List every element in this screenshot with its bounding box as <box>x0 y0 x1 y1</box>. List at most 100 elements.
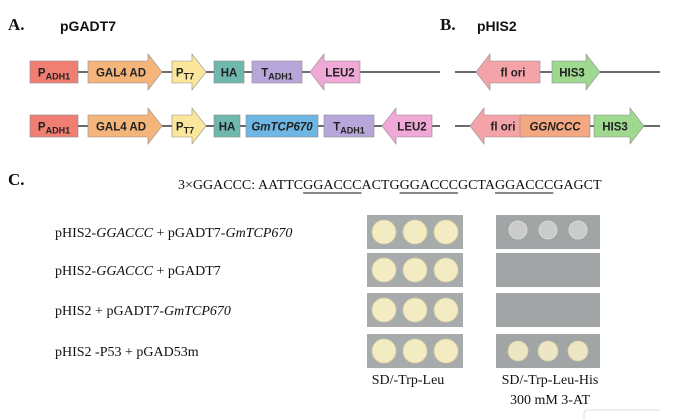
colony-left <box>433 338 459 364</box>
sequence-part-6: GAGCT <box>553 178 602 193</box>
y1h-row: pHIS2 -P53 + pGAD53m <box>55 334 600 368</box>
pgadt7-bottom-tadh1: TADH1 <box>323 114 375 138</box>
row-label-part: GGACCC <box>96 264 153 279</box>
phis2-bottom-his3-shape <box>593 107 645 145</box>
y1h-row: pHIS2-GGACCC + pGADT7 <box>55 253 600 287</box>
pgadt7-top-gal4-ad-label: GAL4 AD <box>96 68 146 80</box>
sequence: AATTCGGACCCACTGGGACCCGCTAGGACCCGAGCT <box>258 178 602 193</box>
row-label-part: GmTCP670 <box>164 304 231 319</box>
row-label-part: pHIS2- <box>55 226 97 241</box>
pgadt7-bottom-gal4-ad: GAL4 AD <box>87 107 163 145</box>
phis2-top-fl-ori-label: fl ori <box>501 68 526 80</box>
pgadt7-bottom-padh1-label: PADH1 <box>38 122 70 136</box>
pgadt7-bottom-gal4-ad-shape <box>87 107 163 145</box>
pgadt7-top-tadh1-label: TADH1 <box>261 68 293 82</box>
pgadt7-top-gal4-ad-shape <box>87 53 163 91</box>
pgadt7-bottom-tadh1-label: TADH1 <box>333 122 365 136</box>
pgadt7-bottom-ha: HA <box>213 114 241 138</box>
phis2-top-fl-ori-shape <box>475 53 541 91</box>
pgadt7-map-bottom: PADH1 GAL4 AD PT7 HA GmTCP670 TADH1 LEU2 <box>29 107 433 145</box>
row-label-part: pHIS2 -P53 + pGAD53m <box>55 345 199 360</box>
row-label-part: pHIS2- <box>55 264 97 279</box>
colony-left <box>402 257 428 283</box>
colony-left <box>371 338 397 364</box>
pgadt7-top-padh1-shape <box>29 60 79 84</box>
pgadt7-bottom-padh1-shape <box>29 114 79 138</box>
phis2-bottom-his3-label: HIS3 <box>602 122 628 134</box>
phis2-bottom-fl-ori: fl ori <box>469 107 527 145</box>
pgadt7-bottom-gmtcp670: GmTCP670 <box>245 114 319 138</box>
plate-right <box>496 293 600 327</box>
pgadt7-bottom-pt7-label: PT7 <box>176 122 194 136</box>
sequence-part-2: ACTG <box>361 178 399 193</box>
colony-right <box>537 340 559 362</box>
sequence-part-3: GGACCC <box>400 178 458 193</box>
sequence-part-4: GCTA <box>458 178 496 193</box>
colony-right <box>568 220 588 240</box>
row-label-part: GmTCP670 <box>225 226 292 241</box>
corner-frame <box>583 409 660 419</box>
phis2-bottom-ggnccc-label: GGNCCC <box>529 122 581 134</box>
colony-left <box>433 297 459 323</box>
colony-left <box>433 219 459 245</box>
phis2-map-top: fl ori HIS3 <box>475 53 601 91</box>
phis2-bottom-his3: HIS3 <box>593 107 645 145</box>
pgadt7-bottom-tadh1-shape <box>323 114 375 138</box>
plate-right <box>496 253 600 287</box>
row-label: pHIS2 + pGADT7-GmTCP670 <box>55 304 231 319</box>
phis2-map-bottom: fl ori GGNCCC HIS3 <box>469 107 645 145</box>
pgadt7-bottom-gmtcp670-shape <box>245 114 319 138</box>
pgadt7-top-padh1-label: PADH1 <box>38 68 70 82</box>
colony-left <box>402 219 428 245</box>
colony-left <box>402 297 428 323</box>
pgadt7-top-gal4-ad: GAL4 AD <box>87 53 163 91</box>
pgadt7-top-ha: HA <box>213 60 245 84</box>
phis2-top-his3: HIS3 <box>551 53 601 91</box>
y1h-row: pHIS2-GGACCC + pGADT7-GmTCP670 <box>55 215 600 249</box>
pgadt7-bottom-leu2-label: LEU2 <box>397 122 426 134</box>
pgadt7-top-tadh1: TADH1 <box>251 60 303 84</box>
colony-right <box>567 340 589 362</box>
pgadt7-bottom-padh1: PADH1 <box>29 114 79 138</box>
phis2-bottom-fl-ori-shape <box>469 107 527 145</box>
pgadt7-top-ha-shape <box>213 60 245 84</box>
row-label: pHIS2-GGACCC + pGADT7-GmTCP670 <box>55 226 292 241</box>
sequence-part-1: GGACCC <box>303 178 361 193</box>
left-medium-label: SD/-Trp-Leu <box>372 373 445 388</box>
phis2-bottom-ggnccc: GGNCCC <box>519 114 591 138</box>
row-label-part: + pGADT7- <box>153 226 226 241</box>
right-medium-label-line1: SD/-Trp-Leu-His <box>502 373 599 388</box>
y1h-rows: pHIS2-GGACCC + pGADT7-GmTCP670pHIS2-GGAC… <box>55 215 600 368</box>
pgadt7-bottom-ha-shape <box>213 114 241 138</box>
pgadt7-bottom-leu2-shape <box>381 107 433 145</box>
pgadt7-top-pt7-label: PT7 <box>176 68 194 82</box>
colony-left <box>371 297 397 323</box>
phis2-bottom-ggnccc-shape <box>519 114 591 138</box>
pgadt7-top-leu2-label: LEU2 <box>325 68 354 80</box>
sequence-part-0: AATTC <box>258 178 303 193</box>
phis2-top-his3-label: HIS3 <box>559 68 585 80</box>
pgadt7-map-top: PADH1 GAL4 AD PT7 HA TADH1 LEU2 <box>29 53 361 91</box>
colony-left <box>433 257 459 283</box>
sequence-label: 3×GGACCC: <box>178 178 255 193</box>
panel-b-letter: B. <box>440 15 456 34</box>
colony-right <box>508 220 528 240</box>
colony-right <box>538 220 558 240</box>
pgadt7-top-tadh1-shape <box>251 60 303 84</box>
row-label-part: GGACCC <box>96 226 153 241</box>
row-label: pHIS2 -P53 + pGAD53m <box>55 345 199 360</box>
sequence-part-5: GGACCC <box>495 178 553 193</box>
pgadt7-bottom-pt7-shape <box>171 107 207 145</box>
pgadt7-bottom-gmtcp670-label: GmTCP670 <box>251 122 313 134</box>
colony-left <box>402 338 428 364</box>
pgadt7-top-pt7-shape <box>171 53 207 91</box>
pgadt7-top-padh1: PADH1 <box>29 60 79 84</box>
phis2-bottom-fl-ori-label: fl ori <box>491 122 516 134</box>
panel-a-letter: A. <box>8 15 25 34</box>
panel-a-title: pGADT7 <box>60 18 116 34</box>
pgadt7-top-ha-label: HA <box>221 68 238 80</box>
pgadt7-bottom-leu2: LEU2 <box>381 107 433 145</box>
colony-right <box>507 340 529 362</box>
